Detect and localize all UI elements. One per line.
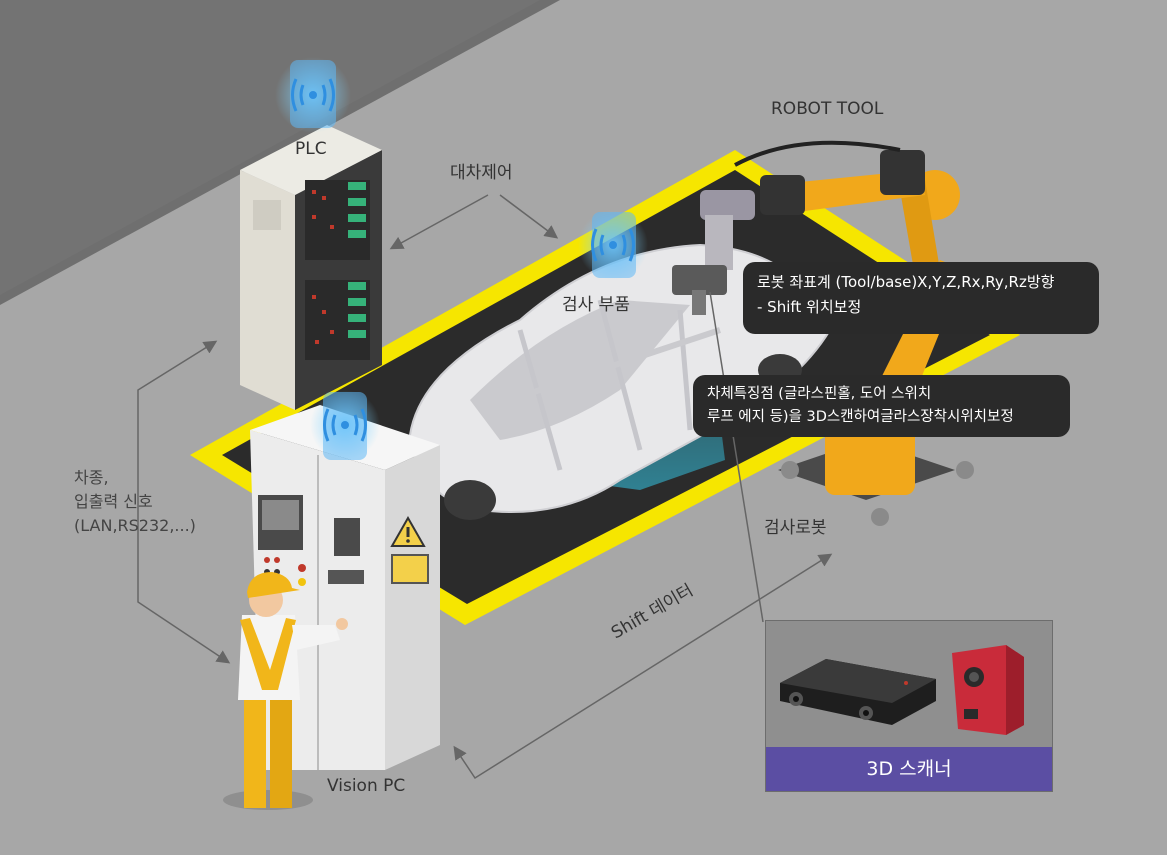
warning-triangle-icon (390, 515, 426, 547)
cart-control-arrow-to-plc (389, 194, 489, 250)
scanner-caption: 3D 스캐너 (766, 747, 1052, 791)
black-3d-scanner (780, 659, 936, 725)
signals-arrow (137, 340, 231, 664)
body-features-callout: 차체특징점 (글라스핀홀, 도어 스위치 루프 에지 등)을 3D스캔하여글라스… (693, 375, 1070, 437)
wifi-signal-icon (578, 210, 648, 280)
signals-label-line1: 차종, (74, 468, 109, 487)
worker (223, 572, 348, 810)
body-features-line2: 루프 에지 등)을 3D스캔하여글라스장착시위치보정 (707, 409, 1014, 425)
robot-coords-callout: 로봇 좌표계 (Tool/base)X,Y,Z,Rx,Ry,Rz방향 - Shi… (743, 262, 1099, 334)
cart-control-label: 대차제어 (450, 163, 513, 183)
signals-label-line3: (LAN,RS232,...) (74, 516, 196, 535)
inspection-part-label: 검사 부품 (562, 295, 630, 315)
shift-data-arrow (453, 553, 833, 780)
wifi-signal-icon (310, 390, 380, 460)
vision-pc-label: Vision PC (327, 776, 406, 796)
robot-tool-label: ROBOT TOOL (771, 99, 884, 119)
signals-label-line2: 입출력 신호 (74, 492, 153, 511)
scanner-panel: 3D 스캐너 (765, 620, 1053, 792)
plc-cabinet (240, 125, 382, 410)
body-features-line1: 차체특징점 (글라스핀홀, 도어 스위치 (707, 386, 932, 402)
scanner-leader-line (709, 291, 764, 623)
robot-coords-line2: - Shift 위치보정 (757, 298, 862, 316)
plc-label: PLC (295, 139, 327, 159)
wifi-signal-icon (275, 57, 351, 133)
robot-coords-line1: 로봇 좌표계 (Tool/base)X,Y,Z,Rx,Ry,Rz방향 (757, 273, 1055, 291)
cart-control-arrow-to-cart (499, 194, 559, 239)
inspection-robot-label: 검사로봇 (764, 518, 827, 538)
connector-arrows (137, 194, 833, 780)
car-body (408, 243, 832, 520)
red-3d-scanner (952, 645, 1024, 735)
scanner-devices (780, 645, 1024, 735)
